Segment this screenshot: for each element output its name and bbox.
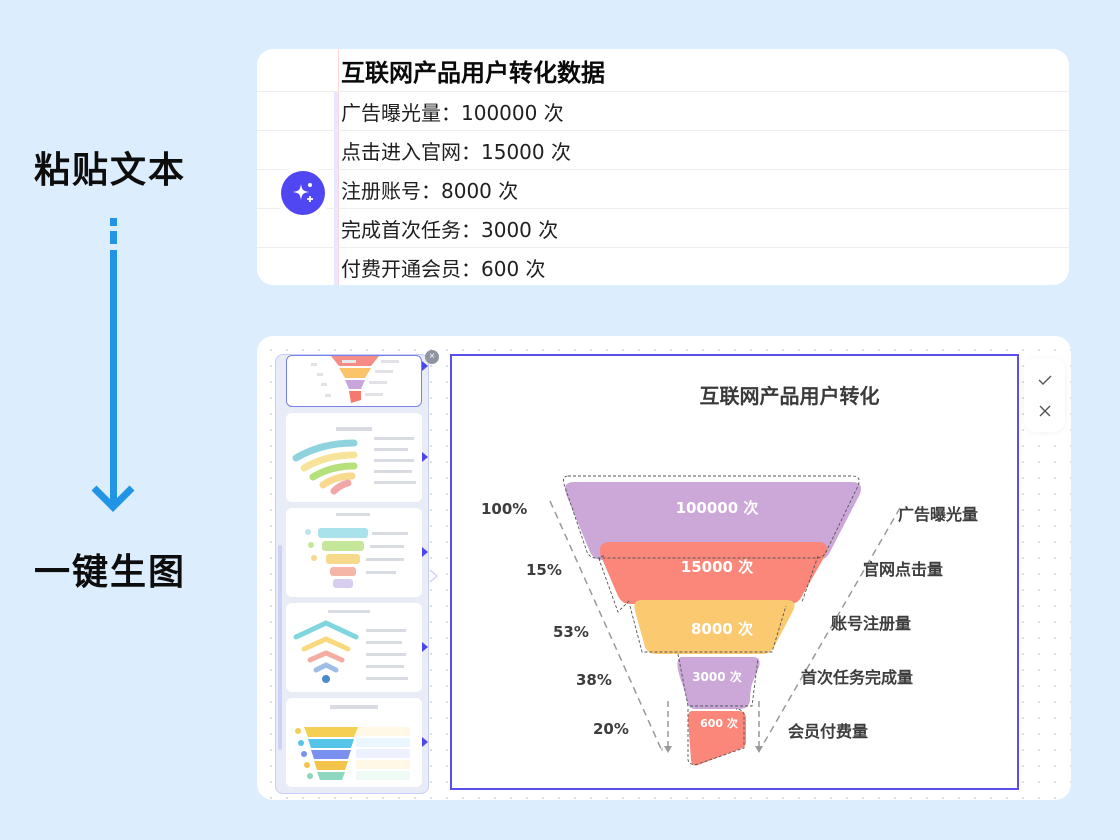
confirm-button[interactable] [1032,367,1058,393]
text-row[interactable]: 付费开通会员：600 次 [341,257,546,281]
step-generate-image-label: 一键生图 [34,552,187,593]
generated-preview-card: × 互联网产品用户转化 1 [257,336,1071,800]
discard-button[interactable] [1032,398,1058,424]
thumb-play-icon[interactable] [422,361,428,371]
sparkle-plus-icon [293,183,313,202]
stage-name: 会员付费量 [788,722,869,741]
stage-value: 600 次 [700,717,738,730]
close-icon [1039,405,1050,416]
thumb-play-icon[interactable] [422,642,428,652]
margin-line [338,49,339,285]
stage-name: 账号注册量 [831,614,912,633]
stage-value: 100000 次 [675,499,759,517]
stage-value: 3000 次 [692,670,742,684]
check-icon [1038,375,1051,385]
thumbnail-stacked-bowl-funnel[interactable] [286,508,422,597]
selection-bar [334,92,338,285]
rail-collapse-caret-icon[interactable] [429,569,439,583]
stage-name: 官网点击量 [863,560,944,579]
stage-rate: 20% [593,720,629,738]
template-thumbnail-rail[interactable] [275,354,429,794]
chart-title: 互联网产品用户转化 [699,384,880,408]
stage-rate: 53% [553,623,589,641]
stage-rate: 15% [526,561,562,579]
step-paste-text-label: 粘贴文本 [34,150,187,191]
thumbnail-funnel-classic[interactable] [286,355,422,407]
text-title[interactable]: 互联网产品用户转化数据 [257,49,1069,92]
thumbnail-rainbow-arc[interactable] [286,413,422,502]
funnel-chart [549,475,901,766]
thumbnail-layered-cup-funnel[interactable] [286,698,422,787]
text-row[interactable]: 广告曝光量：100000 次 [257,92,1069,131]
rail-scrollbar[interactable] [278,545,282,750]
text-row[interactable]: 点击进入官网：15000 次 [257,131,1069,170]
stage-name: 广告曝光量 [898,505,979,524]
thumb-play-icon[interactable] [422,452,428,462]
stage-rate: 38% [576,671,612,689]
chart-canvas[interactable]: 互联网产品用户转化 100000 次 15000 次 [450,354,1019,790]
close-circle-icon[interactable]: × [425,350,439,364]
ai-generate-button[interactable] [281,171,325,215]
thumbnail-wifi-chevron[interactable] [286,603,422,692]
stage-name: 首次任务完成量 [801,668,914,687]
pasted-text-card: 互联网产品用户转化数据 广告曝光量：100000 次 点击进入官网：15000 … [257,49,1069,285]
down-arrow-icon [91,218,135,512]
stage-value: 8000 次 [691,620,753,638]
stage-value: 15000 次 [680,558,754,576]
result-actions [1024,358,1065,432]
stage-rate: 100% [481,500,528,518]
thumb-play-icon[interactable] [422,547,428,557]
text-row[interactable]: 注册账号：8000 次 [257,170,1069,209]
text-row[interactable]: 完成首次任务：3000 次 [257,209,1069,248]
thumb-play-icon[interactable] [422,737,428,747]
